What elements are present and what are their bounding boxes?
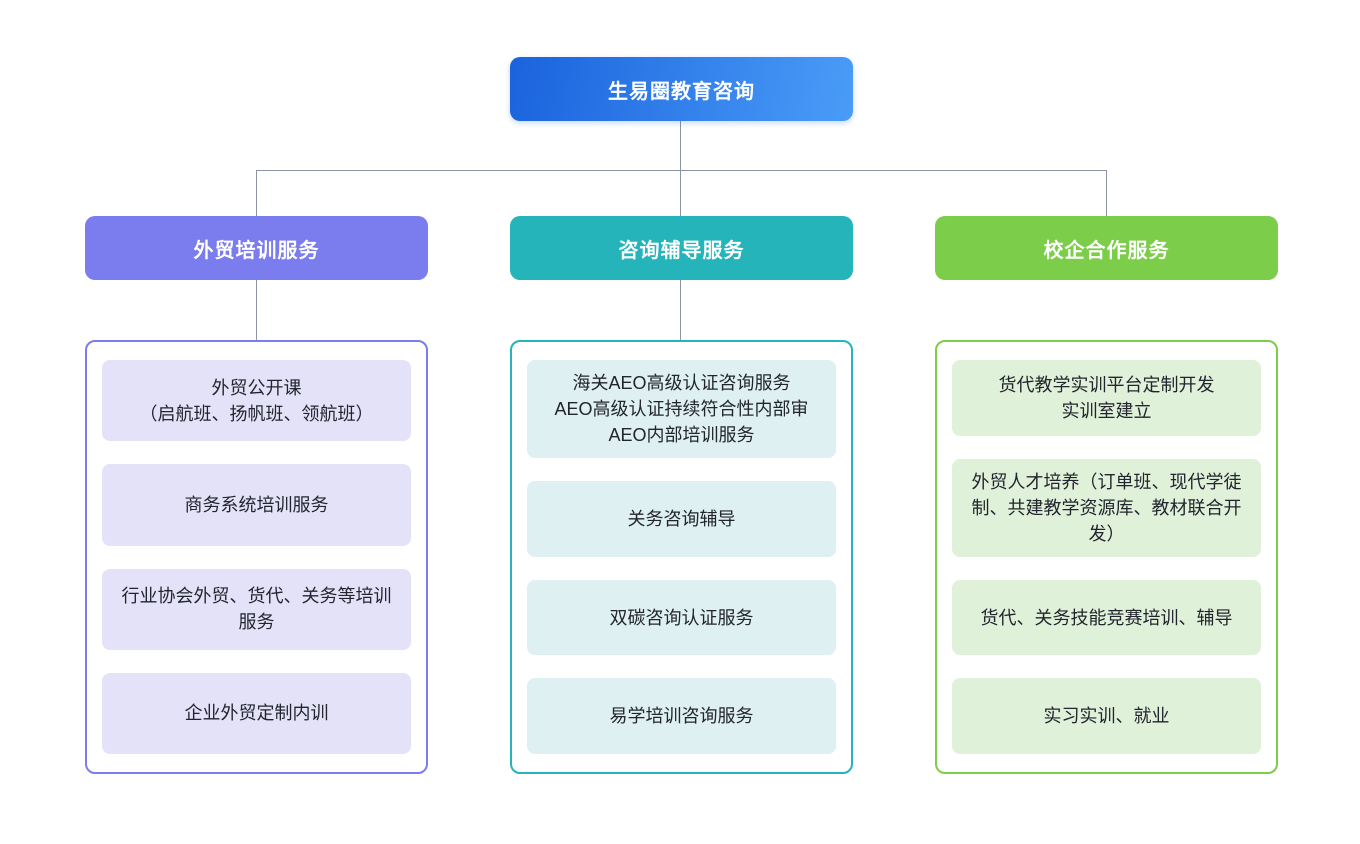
service-item: 外贸人才培养（订单班、现代学徒制、共建教学资源库、教材联合开发） (952, 458, 1261, 557)
connector-mid-header-to-box (680, 280, 681, 340)
service-item: 易学培训咨询服务 (527, 678, 836, 755)
service-item: 实习实训、就业 (952, 678, 1261, 755)
branch-title: 校企合作服务 (1043, 239, 1170, 262)
connector-horizontal (256, 170, 1107, 171)
branch-header-school-enterprise: 校企合作服务 (935, 216, 1278, 280)
branch-box-trade-training: 外贸公开课 （启航班、扬帆班、领航班） 商务系统培训服务 行业协会外贸、货代、关… (85, 340, 428, 774)
service-item: 外贸公开课 （启航班、扬帆班、领航班） (102, 360, 411, 442)
connector-root-down (680, 121, 681, 171)
branch-box-school-enterprise: 货代教学实训平台定制开发 实训室建立 外贸人才培养（订单班、现代学徒制、共建教学… (935, 340, 1278, 774)
connector-drop-middle (680, 170, 681, 216)
service-item: 货代教学实训平台定制开发 实训室建立 (952, 360, 1261, 436)
service-item: 货代、关务技能竞赛培训、辅导 (952, 579, 1261, 656)
branch-box-consulting-coaching: 海关AEO高级认证咨询服务 AEO高级认证持续符合性内部审 AEO内部培训服务 … (510, 340, 853, 774)
service-item: 商务系统培训服务 (102, 464, 411, 546)
root-node: 生易圈教育咨询 (510, 57, 853, 121)
connector-left-header-to-box (256, 280, 257, 340)
service-item: 行业协会外贸、货代、关务等培训服务 (102, 568, 411, 650)
branch-title: 咨询辅导服务 (618, 239, 745, 262)
service-item: 双碳咨询认证服务 (527, 579, 836, 656)
service-item: 海关AEO高级认证咨询服务 AEO高级认证持续符合性内部审 AEO内部培训服务 (527, 360, 836, 458)
branch-header-trade-training: 外贸培训服务 (85, 216, 428, 280)
connector-drop-right (1106, 170, 1107, 216)
root-node-label: 生易圈教育咨询 (608, 80, 755, 103)
connector-drop-left (256, 170, 257, 216)
service-item: 关务咨询辅导 (527, 481, 836, 557)
service-item: 企业外贸定制内训 (102, 672, 411, 754)
branch-header-consulting-coaching: 咨询辅导服务 (510, 216, 853, 280)
branch-title: 外贸培训服务 (193, 239, 320, 262)
